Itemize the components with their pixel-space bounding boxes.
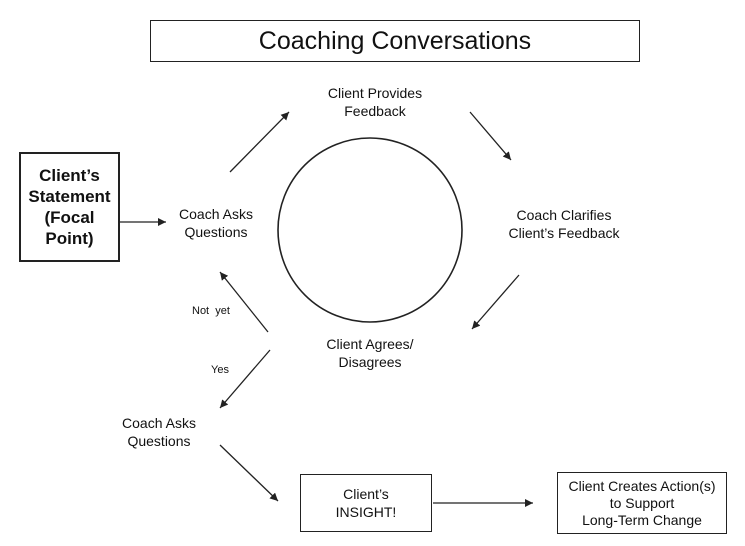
- arrow-coach-to-feedback: [229, 111, 290, 173]
- diagram-title: Coaching Conversations: [150, 20, 640, 62]
- arrow-clarifies-to-agrees: [471, 274, 520, 330]
- coach-clarifies-label: Coach Clarifies Client’s Feedback: [508, 207, 620, 241]
- arrow-coach-to-insight: [219, 444, 279, 502]
- cycle-circle: [277, 137, 463, 323]
- client-action-box: Client Creates Action(s) to Support Long…: [557, 472, 727, 534]
- focal-point-box: Client’s Statement (Focal Point): [19, 152, 120, 262]
- client-provides-feedback-label: Client Provides Feedback: [327, 85, 423, 119]
- client-agrees-label: Client Agrees/ Disagrees: [326, 336, 414, 370]
- coach-asks-questions-label: Coach Asks Questions: [179, 206, 253, 240]
- arrow-not-yet: [219, 271, 269, 333]
- arrow-feedback-to-clarifies: [469, 111, 512, 161]
- coach-asks-questions-again-label: Coach Asks Questions: [122, 415, 196, 449]
- client-insight-box: Client’s INSIGHT!: [300, 474, 432, 532]
- not-yet-label: Not yet: [192, 305, 230, 317]
- arrow-yes: [219, 349, 271, 409]
- yes-label: Yes: [211, 364, 229, 376]
